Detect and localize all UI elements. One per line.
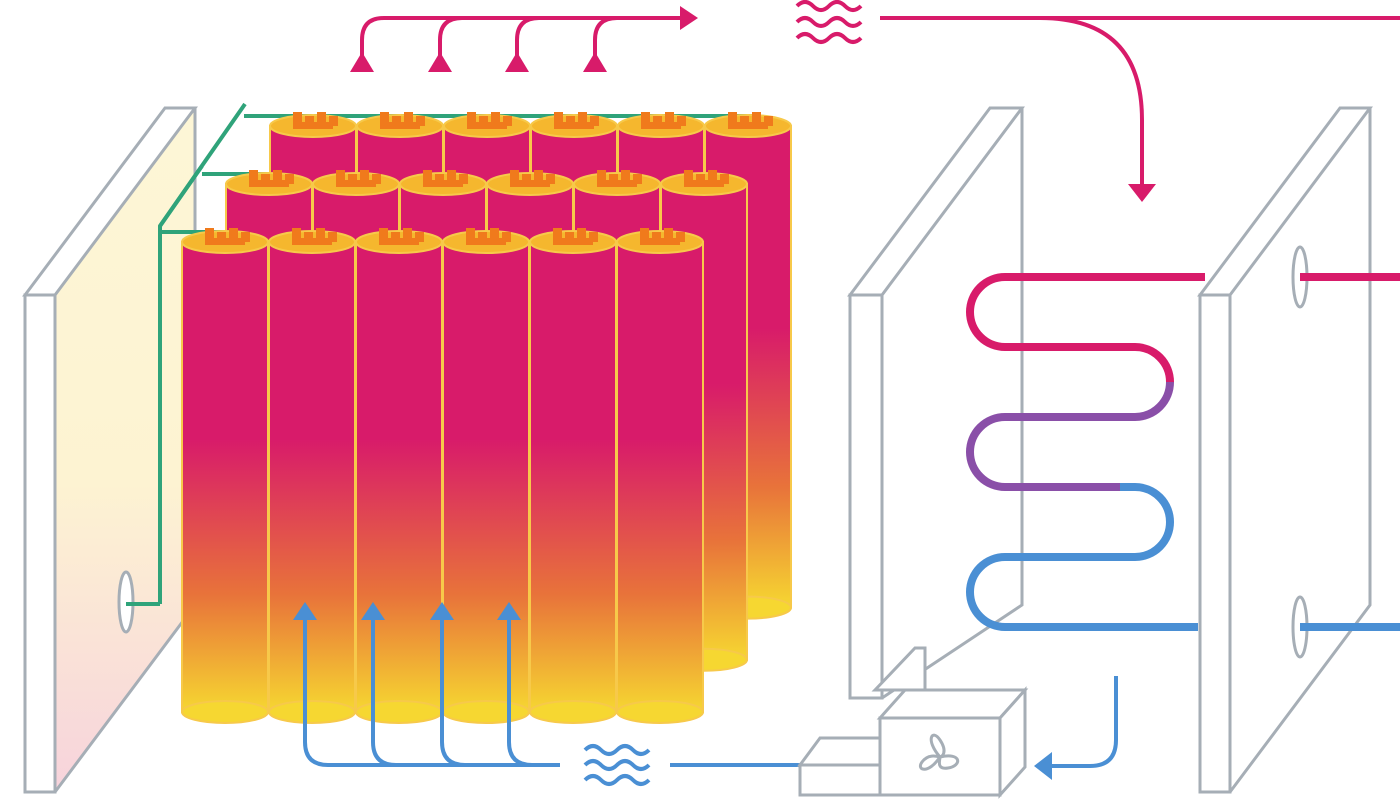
exchanger-panel-back bbox=[1197, 106, 1400, 794]
cell-terminals bbox=[336, 170, 381, 187]
cell-terminals bbox=[641, 112, 686, 129]
cell-terminals bbox=[380, 112, 425, 129]
cell-terminals bbox=[249, 170, 294, 187]
cell-terminals bbox=[467, 112, 512, 129]
insulation-panel-left bbox=[22, 106, 198, 794]
heat-wave-icon bbox=[795, 0, 863, 44]
battery-row bbox=[181, 228, 704, 724]
battery-cell bbox=[442, 228, 530, 724]
battery-pack bbox=[181, 112, 792, 724]
outlet-arrow bbox=[505, 52, 529, 72]
inlet-arrow bbox=[430, 602, 454, 620]
cell-terminals bbox=[293, 112, 338, 129]
inlet-arrow bbox=[497, 602, 521, 620]
cell-terminals bbox=[466, 228, 511, 245]
cool-wave-icon bbox=[583, 744, 651, 786]
battery-cell bbox=[355, 228, 443, 724]
battery-cell bbox=[616, 228, 704, 724]
outlet-arrow bbox=[583, 52, 607, 72]
cell-terminals bbox=[728, 112, 773, 129]
cell-terminals bbox=[205, 228, 250, 245]
cool-air-inlet bbox=[293, 602, 800, 767]
outlet-arrow bbox=[350, 52, 374, 72]
inlet-arrow bbox=[361, 602, 385, 620]
cooling-coil bbox=[966, 273, 1205, 631]
outlet-arrow bbox=[428, 52, 452, 72]
cell-terminals bbox=[510, 170, 555, 187]
cell-terminals bbox=[554, 112, 599, 129]
flow-arrow bbox=[1128, 184, 1156, 202]
cell-terminals bbox=[684, 170, 729, 187]
cell-terminals bbox=[379, 228, 424, 245]
exchanger-panel-front bbox=[847, 106, 1025, 700]
cell-terminals bbox=[597, 170, 642, 187]
bus-wire bbox=[158, 164, 204, 228]
return-flow bbox=[1034, 676, 1118, 780]
cell-terminals bbox=[423, 170, 468, 187]
cell-terminals bbox=[640, 228, 685, 245]
flow-arrow bbox=[680, 6, 698, 30]
battery-cell bbox=[529, 228, 617, 724]
cell-terminals bbox=[553, 228, 598, 245]
cell-terminals bbox=[292, 228, 337, 245]
battery-cell bbox=[181, 228, 269, 724]
inlet-arrow bbox=[293, 602, 317, 620]
fan-unit bbox=[797, 646, 1029, 799]
fan-icon bbox=[919, 733, 959, 771]
hot-air-outlet bbox=[350, 6, 1400, 202]
battery-cell bbox=[268, 228, 356, 724]
